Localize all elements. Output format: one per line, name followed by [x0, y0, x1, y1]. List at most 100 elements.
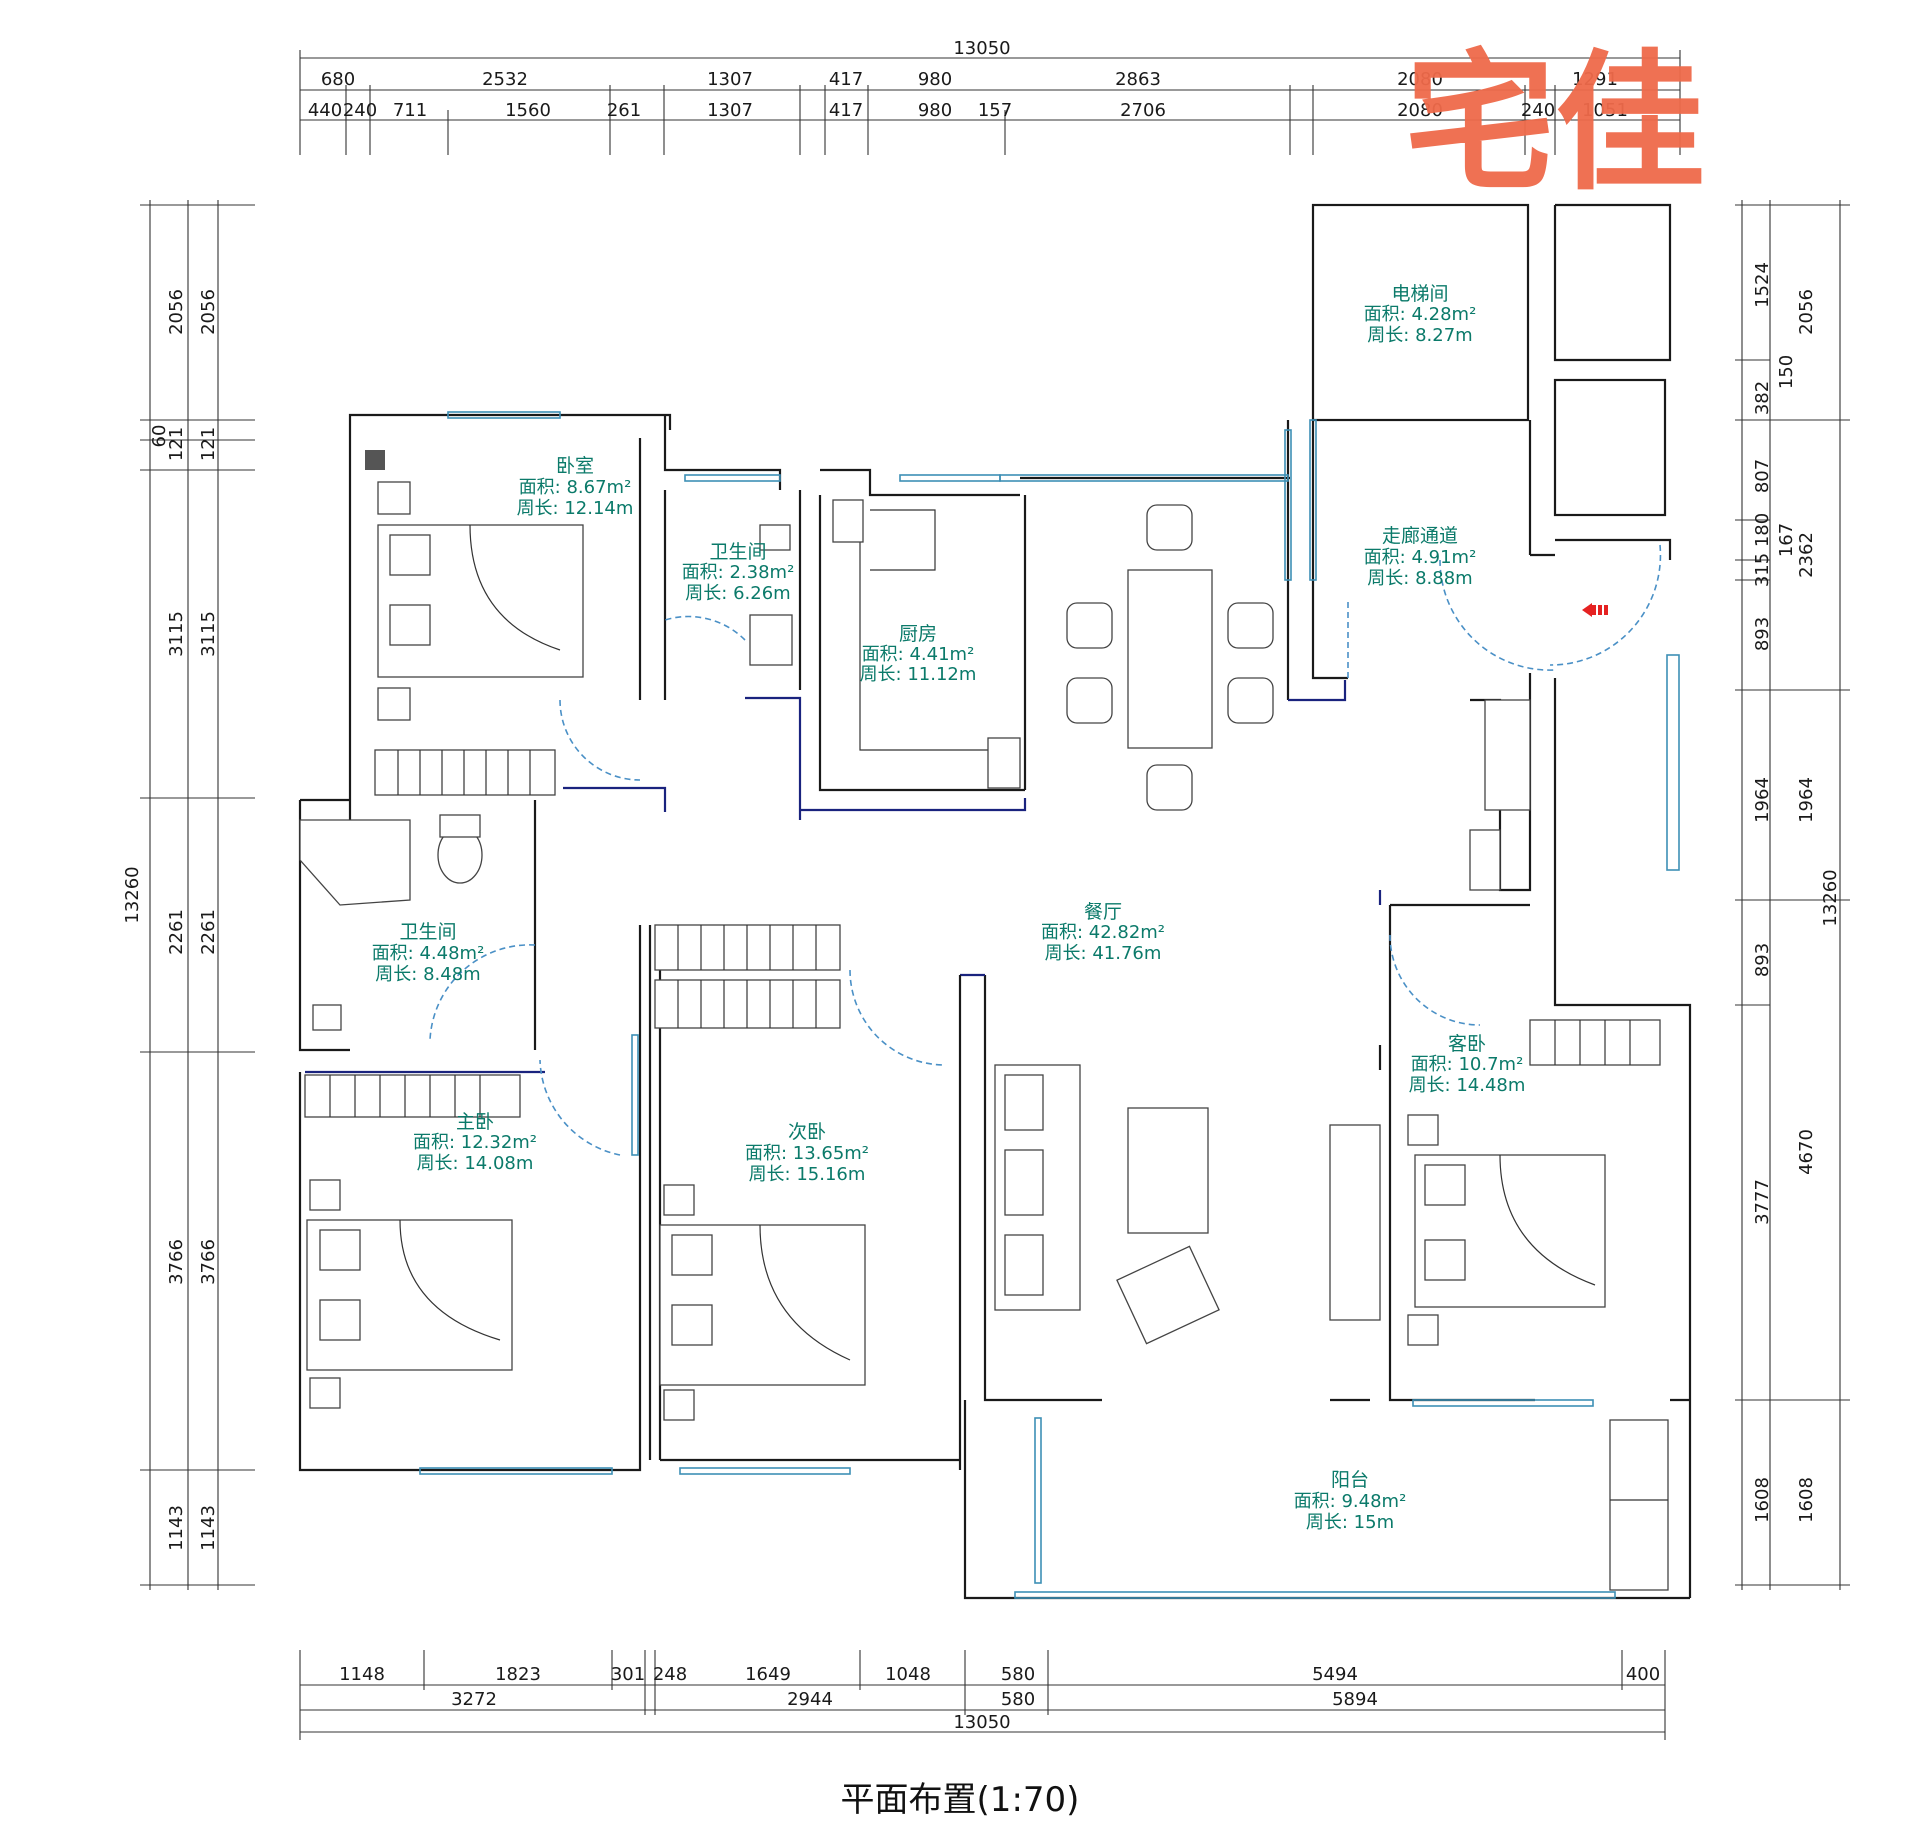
room-label-bath1-perimeter: 周长: 6.26m: [685, 583, 790, 604]
left-dim: 2056: [166, 289, 187, 335]
room-label-elevator-perimeter: 周长: 8.27m: [1367, 325, 1472, 346]
right-dim: 315: [1752, 553, 1773, 587]
top-dim: 2863: [1115, 69, 1161, 90]
top-dim: 2080: [1397, 100, 1443, 121]
top-dim: 440: [308, 100, 342, 121]
wardrobe-hatch: [397, 750, 531, 795]
windows: [419, 411, 1680, 1599]
walls: [298, 203, 1692, 1600]
room-label-guest-area: 面积: 10.7m²: [1411, 1054, 1524, 1075]
top-dim: 980: [918, 100, 952, 121]
right-dim: 1608: [1796, 1477, 1817, 1523]
room-label-dining-area: 面积: 42.82m²: [1041, 922, 1165, 943]
bottom-dim: 580: [1001, 1689, 1035, 1710]
left-dim: 3766: [198, 1239, 219, 1285]
top-dim: 2706: [1120, 100, 1166, 121]
top-dim: 1307: [707, 100, 753, 121]
right-dim: 382: [1752, 381, 1773, 415]
room-label-second-perimeter: 周长: 15.16m: [749, 1164, 866, 1185]
entry-arrow-icon: [1582, 603, 1592, 617]
bottom-dim: 248: [653, 1664, 687, 1685]
top-dim: 240: [343, 100, 377, 121]
bottom-dim: 3272: [451, 1689, 497, 1710]
watermark-logo: 宅佳: [1405, 37, 1705, 211]
column-block: [365, 450, 385, 470]
bottom-dimension-labels: 1148 1823 301 248 1649 1048 580 5494 400…: [339, 1664, 1660, 1733]
room-label-balcony-name: 阳台: [1331, 1469, 1369, 1491]
bottom-dim: 5894: [1332, 1689, 1378, 1710]
left-dim: 3115: [166, 611, 187, 657]
top-dim: 261: [607, 100, 641, 121]
left-total-dim: 13260: [122, 866, 143, 923]
room-label-elevator-name: 电梯间: [1391, 283, 1448, 305]
left-dim: 3115: [198, 611, 219, 657]
left-dimension-lines: [140, 200, 255, 1590]
room-label-kitchen-area: 面积: 4.41m²: [862, 644, 975, 665]
bottom-dimension-lines: [299, 1650, 1666, 1740]
room-labels: 电梯间 面积: 4.28m² 周长: 8.27m 卧室 面积: 8.67m² 周…: [372, 283, 1526, 1533]
top-dim: 711: [393, 100, 427, 121]
right-total-dim: 13260: [1820, 869, 1841, 926]
top-dim: 1560: [505, 100, 551, 121]
room-label-second-area: 面积: 13.65m²: [745, 1143, 869, 1164]
room-label-dining-perimeter: 周长: 41.76m: [1045, 943, 1162, 964]
room-label-corridor-perimeter: 周长: 8.88m: [1367, 568, 1472, 589]
right-dim: 150: [1776, 355, 1797, 389]
top-dim: 2080: [1397, 69, 1443, 90]
left-dim: 121: [166, 427, 187, 461]
right-dimension-lines: [1735, 200, 1850, 1590]
top-dim: 680: [321, 69, 355, 90]
right-dim: 4670: [1796, 1129, 1817, 1175]
furniture: [299, 450, 1669, 1591]
wardrobe-hatch-4: [1554, 1020, 1631, 1065]
room-label-corridor-area: 面积: 4.91m²: [1364, 547, 1477, 568]
left-dim: 2261: [166, 909, 187, 955]
bottom-dim: 1148: [339, 1664, 385, 1685]
room-label-bath1-name: 卫生间: [709, 541, 766, 563]
right-dim: 3777: [1752, 1179, 1773, 1225]
right-dim: 1524: [1752, 262, 1773, 308]
room-label-kitchen-perimeter: 周长: 11.12m: [860, 664, 977, 685]
left-dim: 2056: [198, 289, 219, 335]
wardrobe-hatch-2: [677, 925, 817, 1028]
room-label-master-area: 面积: 12.32m²: [413, 1132, 537, 1153]
top-dim: 417: [829, 100, 863, 121]
room-label-kitchen-name: 厨房: [899, 623, 937, 645]
top-dimension-labels: 13050 680 2532 1307 417 980 2863 2080 12…: [308, 38, 1628, 121]
room-label-bedroom-perimeter: 周长: 12.14m: [517, 498, 634, 519]
right-dim: 807: [1752, 459, 1773, 493]
plan-title: 平面布置(1:70): [840, 1780, 1080, 1820]
doors: [429, 544, 1662, 1156]
bottom-dim: 1823: [495, 1664, 541, 1685]
room-label-balcony-area: 面积: 9.48m²: [1294, 1491, 1407, 1512]
room-label-master-perimeter: 周长: 14.08m: [417, 1153, 534, 1174]
room-label-bedroom-name: 卧室: [556, 455, 594, 477]
right-dim: 1964: [1752, 777, 1773, 823]
left-dim: 2261: [198, 909, 219, 955]
top-dim: 240: [1521, 100, 1555, 121]
bottom-dim: 2944: [787, 1689, 833, 1710]
room-label-corridor-name: 走廊通道: [1382, 525, 1458, 547]
room-label-bath2-area: 面积: 4.48m²: [372, 943, 485, 964]
top-dim: 1051: [1582, 100, 1628, 121]
left-dim: 1143: [198, 1505, 219, 1551]
top-dim: 157: [978, 100, 1012, 121]
bottom-total-dim: 13050: [953, 1712, 1010, 1733]
room-label-bath1-area: 面积: 2.38m²: [682, 562, 795, 583]
left-dim: 121: [198, 427, 219, 461]
left-dim: 60: [149, 425, 170, 448]
left-dimension-labels: 2056 2056 60 121 121 3115 3115 13260 226…: [122, 289, 219, 1551]
top-dim: 417: [829, 69, 863, 90]
top-dimension-lines: [299, 50, 1681, 155]
left-dim: 1143: [166, 1505, 187, 1551]
top-dim: 980: [918, 69, 952, 90]
room-label-balcony-perimeter: 周长: 15m: [1306, 1512, 1394, 1533]
room-label-second-name: 次卧: [788, 1121, 826, 1143]
room-label-guest-perimeter: 周长: 14.48m: [1409, 1075, 1526, 1096]
room-label-bath2-perimeter: 周长: 8.48m: [375, 964, 480, 985]
room-label-dining-name: 餐厅: [1084, 901, 1122, 923]
bottom-dim: 400: [1626, 1664, 1660, 1685]
right-dim: 2056: [1796, 289, 1817, 335]
room-label-guest-name: 客卧: [1448, 1033, 1486, 1055]
